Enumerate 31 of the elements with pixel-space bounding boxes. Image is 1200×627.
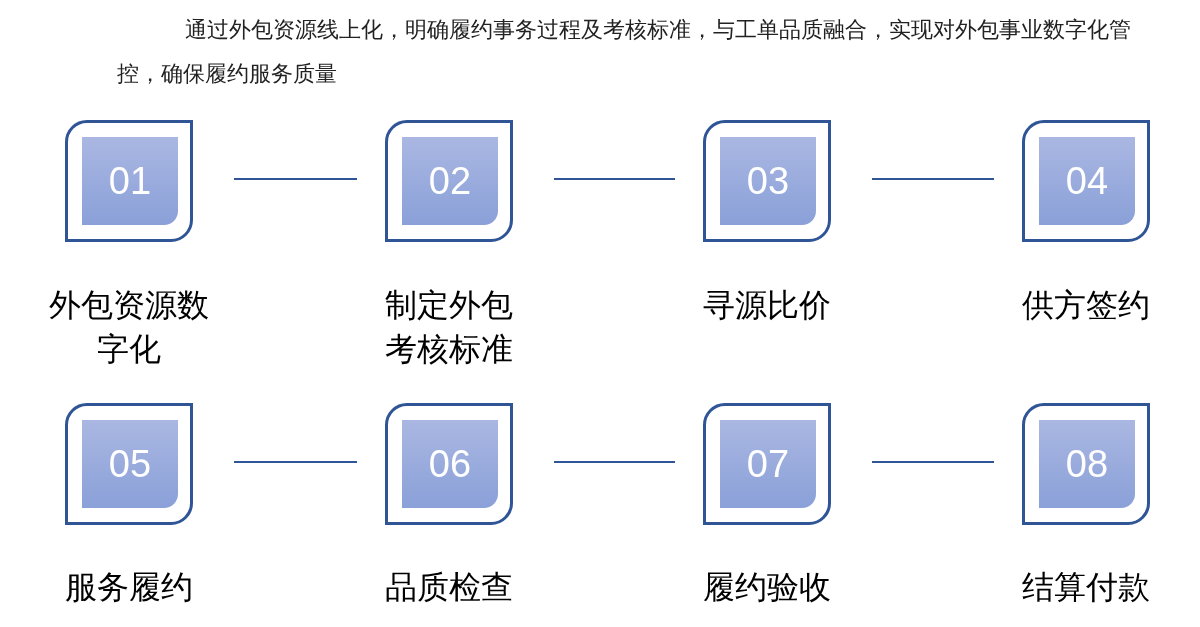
connector-line xyxy=(553,461,676,463)
step-number: 05 xyxy=(108,441,152,487)
step-label: 外包资源数字化 xyxy=(48,285,210,370)
step-number: 01 xyxy=(108,158,152,204)
step-number: 03 xyxy=(746,158,790,204)
number-tile xyxy=(65,120,193,242)
intro-paragraph: 通过外包资源线上化，明确履约事务过程及考核标准，与工单品质融合，实现对外包事业数字化管控，确保履约服务质量 xyxy=(117,16,1132,88)
connector-line xyxy=(871,461,995,463)
number-tile xyxy=(385,403,513,525)
step-label: 制定外包考核标准 xyxy=(384,285,514,370)
number-tile xyxy=(1022,120,1150,242)
number-tile xyxy=(65,403,193,525)
step-number: 08 xyxy=(1065,441,1109,487)
step-number: 06 xyxy=(428,441,472,487)
step-label: 履约验收 xyxy=(702,567,832,608)
connector-line xyxy=(871,178,995,180)
step-label: 品质检查 xyxy=(384,567,514,608)
step-label: 供方签约 xyxy=(1021,285,1151,326)
step-number: 02 xyxy=(428,158,472,204)
step-number: 04 xyxy=(1065,158,1109,204)
step-number: 07 xyxy=(746,441,790,487)
step-label: 结算付款 xyxy=(1021,567,1151,608)
connector-line xyxy=(553,178,676,180)
number-tile xyxy=(385,120,513,242)
number-tile xyxy=(703,120,831,242)
connector-line xyxy=(233,178,358,180)
number-tile xyxy=(703,403,831,525)
step-label: 寻源比价 xyxy=(702,285,832,326)
connector-line xyxy=(233,461,358,463)
step-label: 服务履约 xyxy=(64,567,194,608)
number-tile xyxy=(1022,403,1150,525)
